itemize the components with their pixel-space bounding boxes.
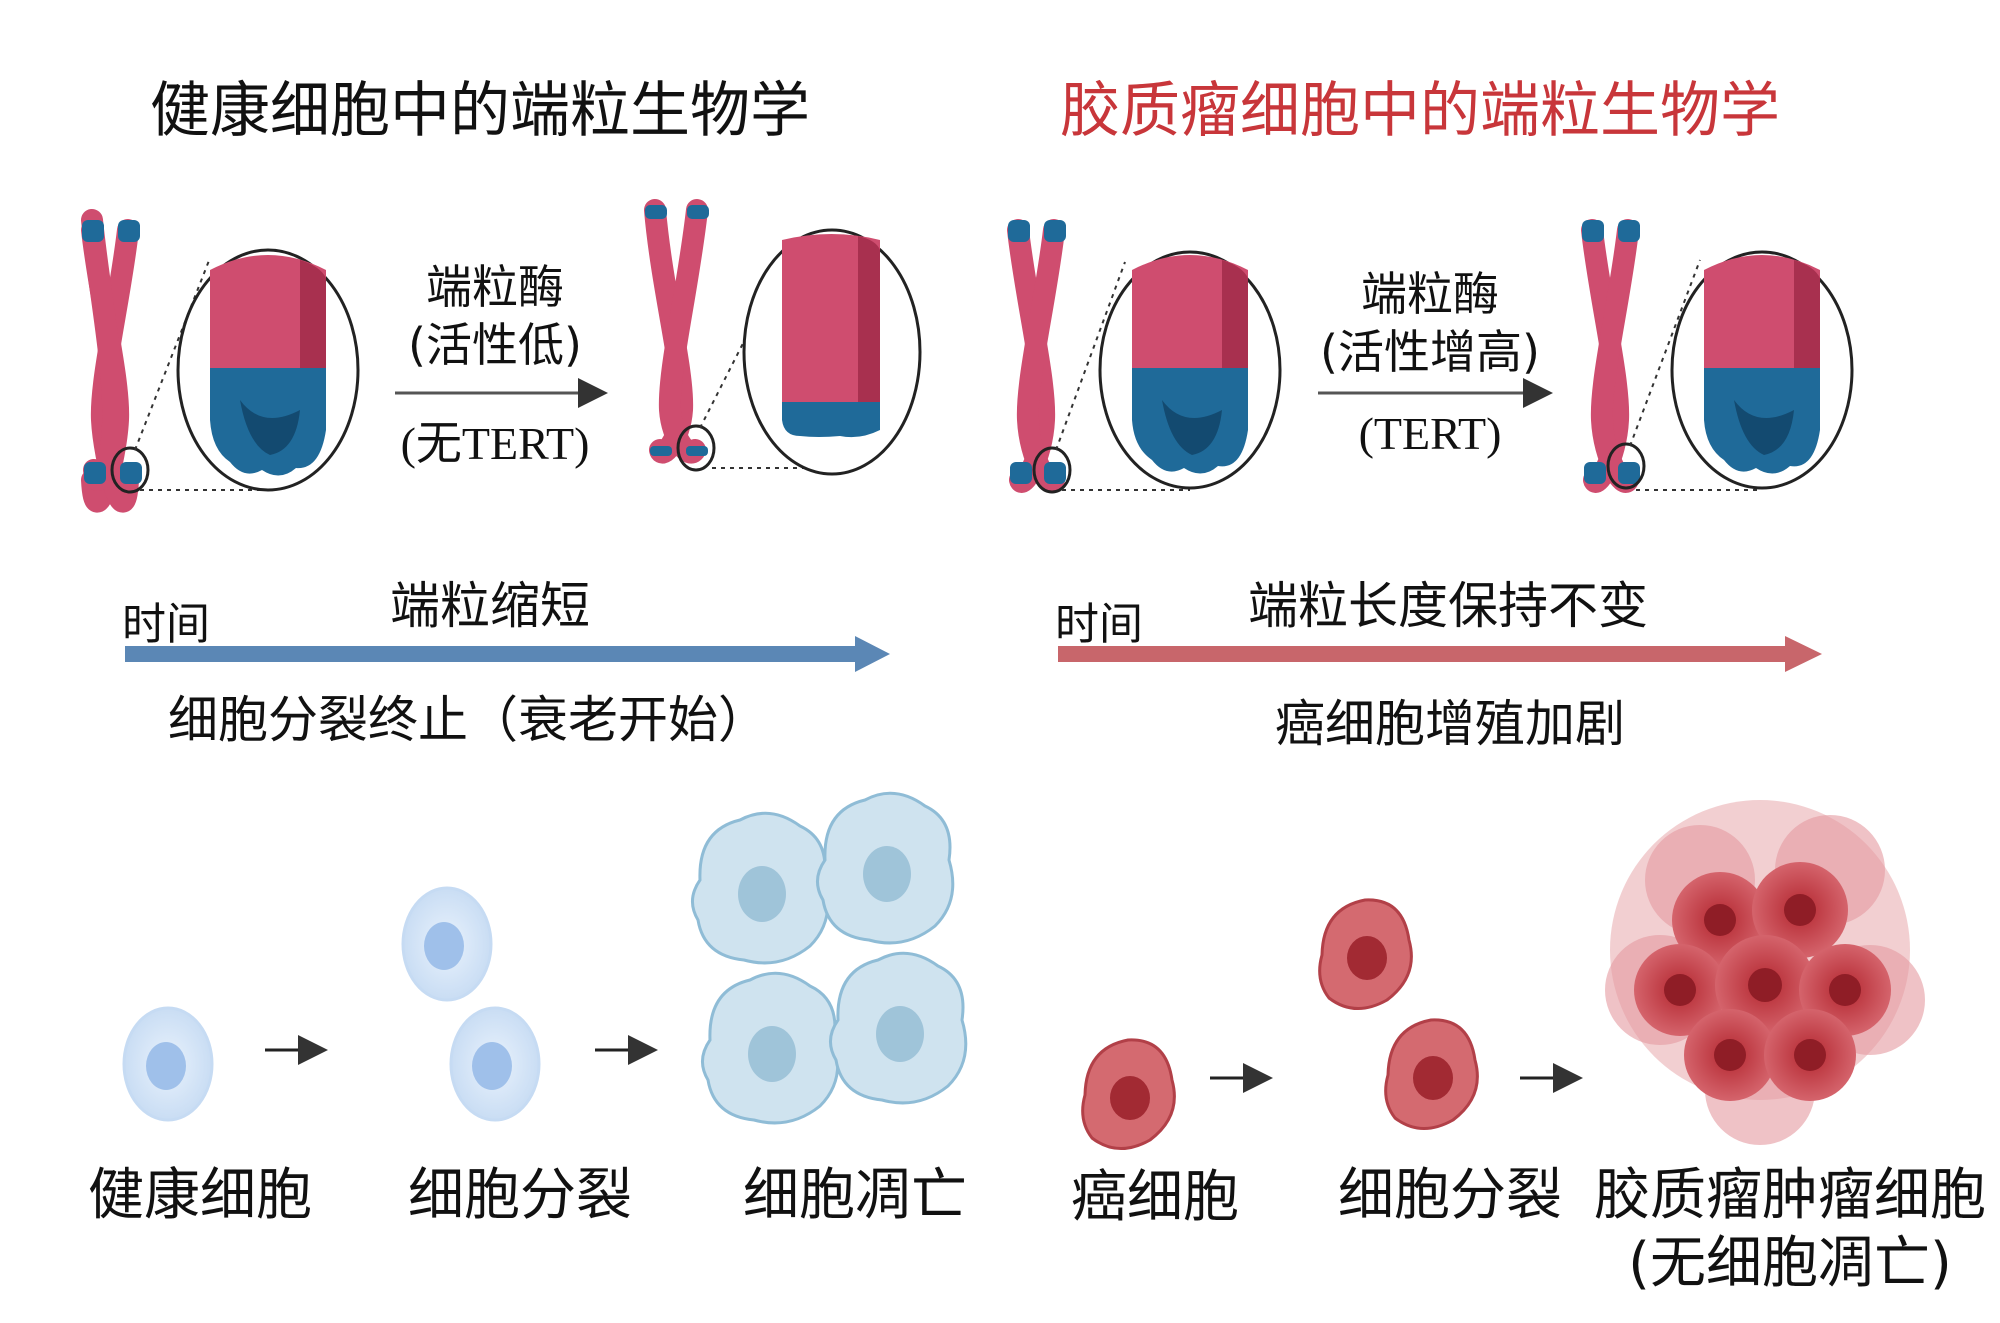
senescence-label: 细胞分裂终止（衰老开始） [168,691,768,749]
cancer-cell [1081,1038,1176,1150]
dividing-cells [401,886,541,1122]
cell-label-division-right: 细胞分裂 [1338,1163,1562,1228]
enzyme-activity: (活性低) [408,318,582,372]
enzyme-label-right: 端粒酶 (活性增高) [1310,265,1550,381]
dividing-cancer-cells [1318,898,1479,1130]
telomere-maintained-label: 端粒长度保持不变 [1248,577,1648,635]
chromosome-short-telomere-left [644,199,922,476]
enzyme-label-left: 端粒酶 (活性低) [390,258,600,374]
chromosome-right-after [1581,219,1854,493]
time-label-left: 时间 [122,599,210,650]
cell-label-healthy: 健康细胞 [88,1163,312,1228]
healthy-cell [122,1006,214,1122]
chromosome-right-before [1007,219,1282,494]
tert-label-left: (无TERT) [400,418,590,469]
cell-label-division-left: 细胞分裂 [408,1163,632,1228]
tumor-cluster [1605,800,1925,1145]
cell-label-no-apoptosis: (无细胞凋亡) [1628,1231,1952,1296]
proliferation-label: 癌细胞增殖加剧 [1275,695,1625,753]
left-title: 健康细胞中的端粒生物学 [150,76,810,146]
enzyme-activity: (活性增高) [1320,325,1540,379]
cell-label-cancer: 癌细胞 [1071,1165,1239,1230]
tert-label-right: (TERT) [1358,408,1502,459]
cell-label-apoptosis: 细胞凋亡 [743,1163,967,1228]
time-label-right: 时间 [1055,599,1143,650]
cell-label-glioma: 胶质瘤肿瘤细胞 [1594,1163,1986,1228]
right-title: 胶质瘤细胞中的端粒生物学 [1060,76,1780,146]
telomere-shortening-label: 端粒缩短 [390,577,590,635]
enzyme-name: 端粒酶 [1361,267,1499,321]
apoptotic-cells [691,791,968,1125]
enzyme-name: 端粒酶 [426,260,564,314]
chromosome-long-telomere-left [81,209,360,513]
